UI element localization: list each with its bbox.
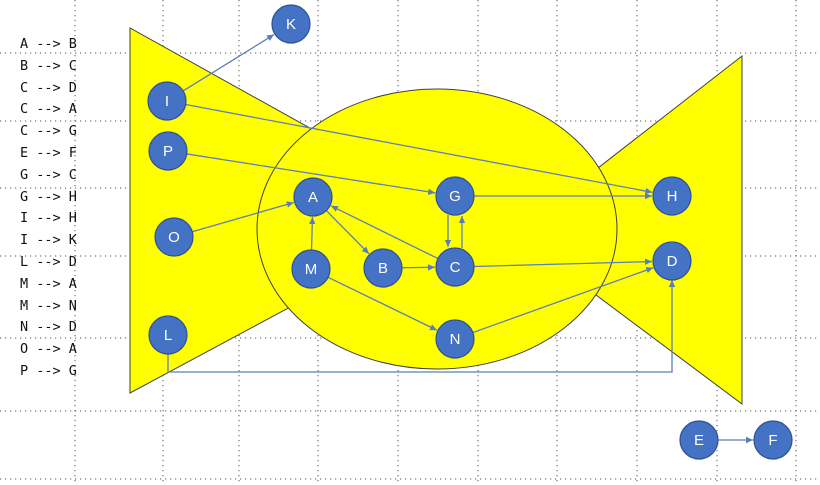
node-m: M — [291, 249, 331, 289]
edge-list-row: E --> F — [20, 144, 77, 161]
node-layer: K I P O L A M B G C N H D E F — [147, 4, 793, 460]
node-l: L — [148, 315, 188, 355]
edge-l-to-d — [167, 280, 676, 373]
edge-list-row: M --> A — [20, 275, 77, 292]
node-circle — [363, 248, 403, 288]
edge-list-row: I --> K — [20, 232, 77, 249]
edge-c-to-d — [473, 258, 653, 268]
edge-list-row: A --> B — [20, 36, 77, 52]
node-label: O — [168, 229, 180, 246]
edge-list: A --> B B --> C C --> D C --> A C --> G E -->… — [20, 34, 77, 383]
node-circle — [291, 249, 331, 289]
edge-layer — [167, 33, 753, 444]
edge-list-row: I --> H — [20, 210, 77, 227]
center-ellipse — [256, 88, 618, 370]
edge-list-row: P --> G — [20, 362, 77, 379]
node-circle — [154, 217, 194, 257]
node-label: A — [308, 189, 318, 206]
node-d: D — [652, 241, 692, 281]
node-label: F — [768, 432, 777, 449]
edge-list-row: O --> A — [20, 341, 77, 358]
node-circle — [753, 420, 793, 460]
edge-p-to-g — [186, 153, 436, 195]
node-label: N — [450, 331, 461, 348]
candy-shape — [129, 27, 743, 405]
node-p: P — [148, 131, 188, 171]
node-circle — [435, 247, 475, 287]
edge-n-to-d — [472, 267, 654, 334]
node-f: F — [753, 420, 793, 460]
node-g: G — [435, 176, 475, 216]
edge-i-to-h — [185, 103, 653, 195]
edge-m-to-a — [309, 216, 316, 251]
node-circle — [271, 4, 311, 44]
node-label: I — [165, 93, 169, 110]
node-label: P — [163, 143, 173, 160]
node-circle — [148, 315, 188, 355]
node-b: B — [363, 248, 403, 288]
node-circle — [293, 177, 333, 217]
node-n: N — [435, 319, 475, 359]
node-o: O — [154, 217, 194, 257]
node-k: K — [271, 4, 311, 44]
edge-c-to-a — [330, 205, 439, 260]
node-circle — [148, 131, 188, 171]
edge-list-row: M --> N — [20, 297, 77, 314]
node-h: H — [652, 176, 692, 216]
edge-o-to-a — [192, 201, 294, 233]
edge-list-row: L --> D — [20, 253, 77, 270]
node-label: C — [450, 259, 461, 276]
node-circle — [652, 176, 692, 216]
node-label: K — [286, 16, 296, 33]
edge-list-row: G --> H — [20, 188, 77, 205]
edge-i-to-k — [182, 33, 275, 92]
edge-list-row: N --> D — [20, 319, 77, 336]
edge-list-row: G --> C — [20, 166, 77, 183]
edge-list-row: C --> G — [20, 123, 77, 140]
node-circle — [652, 241, 692, 281]
node-label: D — [667, 253, 678, 270]
node-c: C — [435, 247, 475, 287]
node-label: M — [305, 261, 318, 278]
node-e: E — [679, 420, 719, 460]
node-label: B — [378, 260, 388, 277]
node-label: L — [164, 327, 172, 344]
node-label: G — [449, 188, 461, 205]
edge-list-row: C --> D — [20, 79, 77, 96]
edge-m-to-n — [327, 276, 438, 331]
node-a: A — [293, 177, 333, 217]
edge-a-to-b — [325, 210, 370, 255]
node-label: E — [694, 432, 704, 449]
node-circle — [435, 176, 475, 216]
node-circle — [679, 420, 719, 460]
edge-list-row: C --> A — [20, 101, 77, 118]
node-circle — [435, 319, 475, 359]
node-label: H — [667, 188, 678, 205]
node-i: I — [147, 81, 187, 121]
node-circle — [147, 81, 187, 121]
edge-list-row: B --> C — [20, 57, 77, 74]
